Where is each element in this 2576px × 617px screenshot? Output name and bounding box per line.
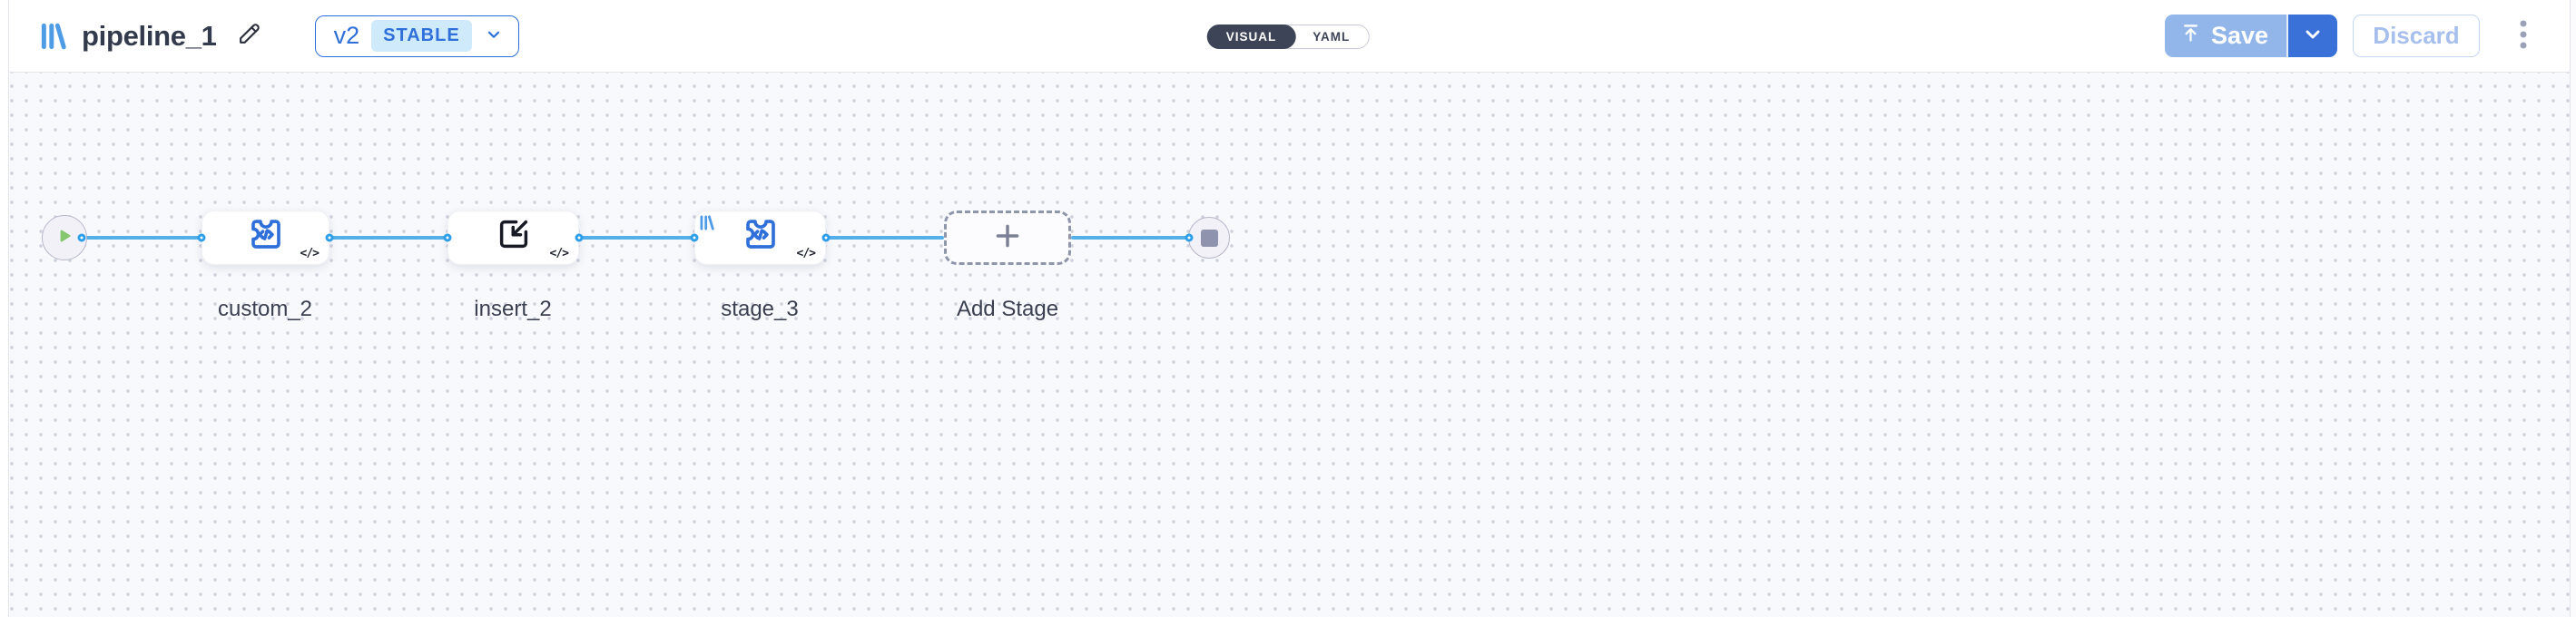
pipeline-title: pipeline_1	[82, 19, 217, 52]
brand-logo-icon	[41, 21, 68, 52]
node-label: custom_2	[217, 297, 313, 321]
version-status-badge: STABLE	[371, 20, 472, 52]
chevron-down-icon	[2302, 24, 2324, 48]
connection-port[interactable]	[821, 233, 831, 242]
save-split-button: Save	[2164, 15, 2337, 57]
connection-port[interactable]	[1185, 233, 1194, 242]
stage-node-custom_2[interactable]: </>	[202, 211, 329, 265]
more-options-button[interactable]	[2507, 15, 2540, 57]
header-bar: pipeline_1 v2 STABLE VISUAL YAML	[0, 0, 2576, 73]
node-label: Add Stage	[956, 297, 1059, 321]
upload-icon	[2180, 22, 2201, 50]
code-indicator-icon: </>	[549, 247, 570, 260]
play-icon	[54, 225, 75, 251]
connection-port[interactable]	[77, 233, 86, 242]
code-indicator-icon: </>	[796, 247, 817, 260]
right-panel-seam	[2570, 0, 2576, 617]
code-indicator-icon: </>	[300, 247, 320, 260]
node-label: insert_2	[474, 297, 552, 321]
brand-logo-mini-icon	[700, 214, 715, 236]
pipeline-canvas[interactable]: </> </>	[0, 73, 2576, 617]
version-label: v2	[333, 22, 360, 49]
tab-visual[interactable]: VISUAL	[1206, 24, 1296, 49]
kebab-menu-icon	[2519, 17, 2528, 54]
plus-icon	[992, 220, 1023, 256]
connection-port[interactable]	[325, 233, 334, 242]
pencil-icon	[235, 21, 262, 51]
stage-node-insert_2[interactable]: </>	[447, 211, 579, 265]
edge-line	[329, 236, 447, 240]
custom-function-icon	[740, 213, 782, 260]
connection-port[interactable]	[690, 233, 699, 242]
save-button-label: Save	[2210, 22, 2268, 49]
save-options-button[interactable]	[2288, 15, 2337, 57]
edge-line	[82, 236, 202, 240]
stage-node-stage_3[interactable]: </>	[694, 211, 826, 265]
add-stage-button[interactable]	[944, 211, 1071, 265]
edge-line	[579, 236, 694, 240]
tab-yaml[interactable]: YAML	[1294, 25, 1368, 48]
end-node[interactable]	[1188, 217, 1230, 259]
connection-port[interactable]	[575, 233, 584, 242]
node-label: stage_3	[721, 297, 799, 321]
edit-pipeline-name-button[interactable]	[231, 19, 266, 54]
mode-toggle: VISUAL YAML	[1206, 24, 1370, 49]
header-actions: Save Discard	[2164, 15, 2540, 57]
discard-button[interactable]: Discard	[2353, 15, 2480, 57]
stop-icon	[1200, 229, 1218, 247]
custom-function-icon	[245, 213, 287, 260]
insert-icon	[494, 214, 534, 259]
save-button[interactable]: Save	[2164, 15, 2288, 57]
version-selector[interactable]: v2 STABLE	[314, 15, 519, 57]
edge-line	[826, 236, 944, 240]
left-panel-seam	[0, 0, 9, 617]
connection-port[interactable]	[197, 233, 206, 242]
chevron-down-icon	[484, 24, 504, 47]
connection-port[interactable]	[443, 233, 452, 242]
edge-line	[1071, 236, 1189, 240]
